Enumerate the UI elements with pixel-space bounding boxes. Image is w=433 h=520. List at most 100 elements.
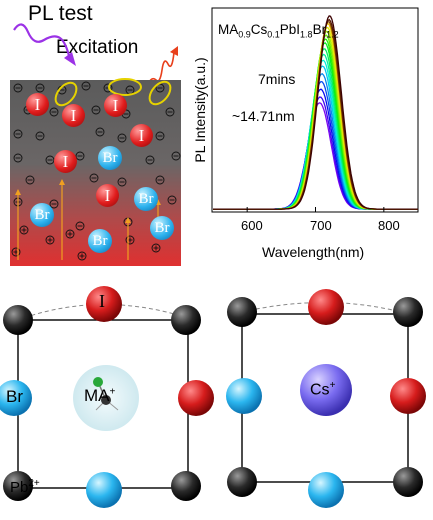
pl-spectra-chart — [211, 7, 419, 213]
title-sub: 1.8 — [300, 29, 313, 40]
electron-symbol — [13, 83, 23, 93]
x-tick-label: 800 — [378, 218, 400, 233]
electron-symbol — [91, 105, 101, 115]
pb-atom — [227, 297, 257, 327]
title-part: MA — [218, 22, 239, 37]
highlight-ellipse — [148, 80, 172, 106]
crystal-cells — [0, 286, 426, 508]
cs-sup: + — [329, 380, 336, 391]
electron-symbol — [35, 131, 45, 141]
cs-atom — [300, 364, 352, 416]
title-part: PbI — [279, 22, 301, 37]
iodine-atom — [390, 378, 426, 414]
excitation-wave — [13, 23, 72, 61]
electron-symbol — [155, 175, 165, 185]
title-sub: 1.2 — [326, 29, 339, 40]
pb-text: Pb — [10, 479, 29, 496]
title-sub: 0.1 — [267, 29, 280, 40]
electron-symbol — [13, 153, 23, 163]
hole-symbol — [45, 235, 55, 245]
carrier-drift-arrowhead — [15, 189, 21, 195]
bromine-atom — [308, 472, 344, 508]
iodine-atom — [308, 289, 344, 325]
electron-symbol — [13, 129, 23, 139]
ma-label: MA+ — [84, 386, 115, 406]
iodide-ion: I — [130, 124, 153, 147]
excitation-label: Excitation — [56, 37, 139, 58]
bromide-ion: Br — [30, 203, 54, 227]
electron-symbol — [167, 195, 177, 205]
site-top-label: I — [99, 291, 105, 311]
electron-symbol — [89, 173, 99, 183]
bromine-atom — [86, 472, 122, 508]
pb-sup: 2+ — [28, 478, 40, 489]
hole-symbol — [11, 247, 21, 257]
x-tick-label: 700 — [310, 218, 332, 233]
electron-symbol — [49, 199, 59, 209]
excitation-arrows — [13, 23, 178, 85]
highlight-ellipse — [108, 78, 142, 96]
cs-text: Cs — [310, 381, 330, 399]
nitrogen-atom — [93, 377, 103, 387]
title-part: Br — [312, 22, 327, 37]
site-left-label: Br — [6, 387, 23, 406]
iodide-ion: I — [62, 104, 85, 127]
film-carriers — [11, 81, 181, 261]
pb-atom — [3, 471, 33, 501]
bromine-atom — [0, 380, 32, 416]
pb-atom — [171, 305, 201, 335]
carrier-drift-arrowhead — [59, 179, 65, 185]
pl-test-label: PL test — [28, 2, 93, 25]
electron-symbol — [35, 83, 45, 93]
hole-symbol — [151, 243, 161, 253]
iodide-ion: I — [54, 150, 77, 173]
electron-symbol — [155, 131, 165, 141]
electron-symbol — [165, 107, 175, 117]
bromide-ion: Br — [88, 229, 112, 253]
title-part: Cs — [250, 22, 268, 37]
pb-atom — [393, 467, 423, 497]
ma-sup: + — [109, 386, 116, 398]
emission-arrowhead — [170, 46, 178, 56]
annotation-time: 7mins — [258, 71, 296, 87]
bromine-atom — [226, 378, 262, 414]
electron-symbol — [81, 81, 91, 91]
ma-text: MA — [84, 386, 110, 405]
iodine-atom — [86, 286, 122, 322]
title-sub: 0.9 — [238, 29, 251, 40]
emission-wave — [147, 51, 175, 85]
electron-symbol — [95, 127, 105, 137]
ma-cell — [0, 286, 214, 508]
electron-symbol — [145, 155, 155, 165]
carrier-drift-arrowhead — [125, 217, 131, 223]
y-axis-label: PL Intensity(a.u.) — [192, 57, 208, 163]
iodide-ion: I — [104, 94, 127, 117]
chart-title: MA0.9Cs0.1PbI1.8Br1.2 — [218, 22, 339, 40]
electron-symbol — [171, 151, 181, 161]
surface-highlights — [54, 78, 172, 107]
annotation-shift: ~14.71nm — [232, 108, 295, 124]
x-axis-label: Wavelength(nm) — [262, 244, 365, 260]
pb-atom — [393, 297, 423, 327]
excitation-arrowhead — [64, 52, 76, 66]
bromide-ion: Br — [134, 187, 158, 211]
electron-symbol — [75, 221, 85, 231]
pb-atom — [171, 471, 201, 501]
iodide-ion: I — [96, 184, 119, 207]
electron-symbol — [117, 133, 127, 143]
bromide-ion: Br — [98, 146, 122, 170]
pb-atom — [227, 467, 257, 497]
electron-symbol — [49, 107, 59, 117]
carbon-atom — [101, 395, 111, 405]
iodine-atom — [178, 380, 214, 416]
cs-label: Cs+ — [310, 380, 335, 399]
hole-symbol — [65, 229, 75, 239]
pb-label: Pb2+ — [10, 478, 40, 496]
electron-symbol — [117, 177, 127, 187]
pb-atom — [3, 305, 33, 335]
hole-symbol — [77, 251, 87, 261]
electron-symbol — [25, 175, 35, 185]
cs-cell — [226, 289, 426, 508]
hole-symbol — [19, 225, 29, 235]
iodide-ion: I — [26, 93, 49, 116]
